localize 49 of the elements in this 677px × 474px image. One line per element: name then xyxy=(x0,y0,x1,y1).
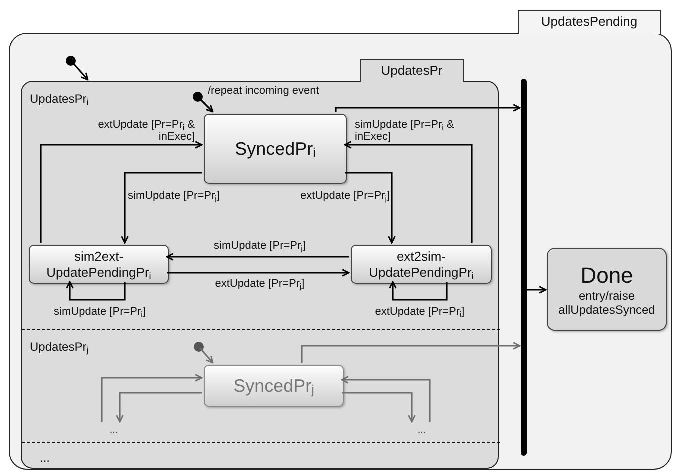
transition-arrow xyxy=(72,62,89,81)
transition-arrow xyxy=(121,172,202,244)
state-box xyxy=(29,245,169,284)
initial-state-dot xyxy=(193,92,203,102)
state-box xyxy=(547,248,667,331)
edge-label: extUpdate [Pr=Pr$_{j}$] xyxy=(300,190,390,202)
state-name: SyncedPr$_{i}$ xyxy=(234,138,317,160)
transition-arrow xyxy=(40,141,203,243)
transition-arrow xyxy=(199,347,214,364)
transition-arrow xyxy=(301,342,521,363)
state-name: SyncedPr$_{j}$ xyxy=(232,375,316,397)
fork-join-bar xyxy=(521,79,527,456)
transition-arrow xyxy=(116,392,202,423)
transition-arrow xyxy=(198,97,214,113)
transition-arrow xyxy=(342,392,416,423)
edge-label: extUpdate [Pr=Pr$_{j}$] xyxy=(214,278,306,290)
edge-label: simUpdate [Pr=Pr$_{i}$] xyxy=(53,306,147,318)
initial-state-dot xyxy=(66,56,76,66)
ellipsis-text: ... xyxy=(102,424,126,438)
edge-label: extUpdate [Pr=Pr$_{i}$ & inExec] xyxy=(97,119,195,143)
transition-arrow xyxy=(167,269,350,277)
transition-arrow xyxy=(341,376,431,422)
edge-label: /repeat incoming event xyxy=(208,85,320,97)
transition-arrow xyxy=(389,281,448,301)
ellipsis-text: ... xyxy=(410,424,434,438)
transition-arrow xyxy=(66,281,126,301)
region-name: ... xyxy=(40,451,50,465)
transition-arrow xyxy=(166,253,349,261)
state-name: sim2ext- UpdatePendingPr$_{i}$ xyxy=(46,248,152,280)
state-box xyxy=(351,245,492,284)
initial-state-dot xyxy=(194,342,204,352)
state-name: ext2sim- UpdatePendingPr$_{i}$ xyxy=(368,248,475,280)
transition-arrow xyxy=(345,172,396,244)
state-action: entry/raise allUpdatesSynced xyxy=(558,288,656,316)
edge-label: simUpdate [Pr=Pr$_{i}$ & inExec] xyxy=(355,119,455,143)
edge-label: simUpdate [Pr=Pr$_{j}$] xyxy=(213,240,307,252)
transition-arrow xyxy=(101,374,203,422)
region-name: UpdatesPr$_{j}$ xyxy=(30,340,89,354)
state-box xyxy=(204,114,347,184)
transition-arrow xyxy=(526,286,547,294)
region-name: UpdatesPr$_{i}$ xyxy=(30,92,89,106)
transition-arrow xyxy=(335,104,521,112)
edge-label: simUpdate [Pr=Pr$_{j}$] xyxy=(128,190,220,202)
edge-label: extUpdate [Pr=Pr$_{i}$] xyxy=(374,306,466,318)
state-name-tab: UpdatesPr xyxy=(360,59,464,82)
state-box xyxy=(204,365,344,407)
transition-arrow xyxy=(344,141,473,243)
state-name-tab: UpdatesPending xyxy=(518,10,661,34)
state-name: Done xyxy=(580,262,634,288)
